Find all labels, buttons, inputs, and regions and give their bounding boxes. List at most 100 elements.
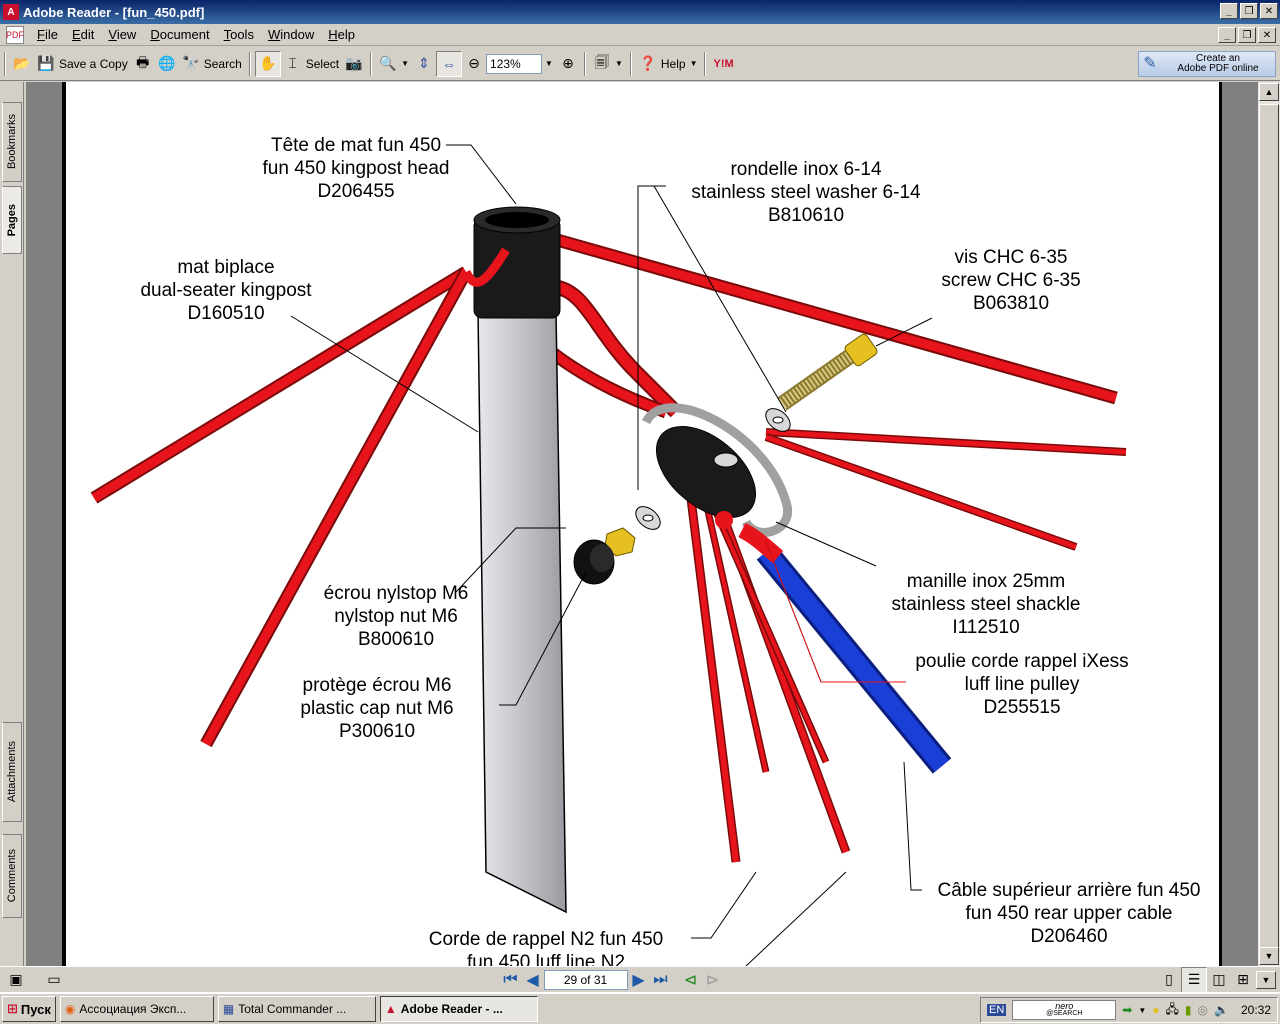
plus-circle-icon: ⊕ xyxy=(562,55,574,71)
menu-document[interactable]: Document xyxy=(150,27,210,42)
zoom-out-button[interactable]: ⊖ xyxy=(462,51,486,77)
menu-tools[interactable]: Tools xyxy=(223,27,254,42)
search-button[interactable]: 🔭Search xyxy=(179,51,245,77)
page-size-button[interactable]: ▭ xyxy=(42,967,66,993)
pulley-leader-red xyxy=(765,541,906,683)
first-page-button[interactable]: ⏮ xyxy=(503,970,518,988)
pdf-page: Tête de mat fun 450 fun 450 kingpost hea… xyxy=(62,82,1222,966)
pen-icon: ✎ xyxy=(1143,55,1157,72)
open-button[interactable]: 📂 xyxy=(10,51,34,77)
zoom-in-button[interactable]: ⊕ xyxy=(556,51,580,77)
vertical-scrollbar[interactable]: ▲ ▼ xyxy=(1258,82,1280,966)
window-title: Adobe Reader - [fun_450.pdf] xyxy=(23,4,205,20)
label-tete-de-mat: Tête de mat fun 450 fun 450 kingpost hea… xyxy=(246,134,466,203)
snapshot-button[interactable]: 📷 xyxy=(342,51,366,77)
chevron-down-icon[interactable]: ▼ xyxy=(1138,1005,1147,1015)
nero-search-box[interactable]: nero @SEARCH xyxy=(1012,1000,1117,1020)
save-copy-button[interactable]: 💾Save a Copy xyxy=(34,51,131,77)
label-line: rondelle inox 6-14 xyxy=(730,159,882,180)
fit-width-button[interactable]: ⇔ xyxy=(436,50,463,77)
tray-beeline-icon[interactable]: ● xyxy=(1152,1003,1160,1017)
continuous-facing-button[interactable]: ⊞ xyxy=(1231,967,1255,993)
single-page-button[interactable]: ▯ xyxy=(1157,967,1181,993)
toolbar-separator xyxy=(583,51,586,76)
previous-page-button[interactable]: ◀ xyxy=(526,971,539,989)
help-button[interactable]: ❓Help▼ xyxy=(636,51,701,77)
scroll-down-small-button[interactable]: ▼ xyxy=(1256,970,1276,989)
yahoo-button[interactable]: Y!M xyxy=(710,51,736,77)
tray-network-icon[interactable]: 🖧 xyxy=(1165,1001,1179,1016)
tray-battery-icon[interactable]: ▮ xyxy=(1184,1003,1192,1017)
continuous-icon: ☰ xyxy=(1187,971,1201,987)
label-line: luff line pulley xyxy=(964,674,1080,695)
label-protege: protège écrou M6 plastic cap nut M6 P300… xyxy=(282,674,472,743)
actual-size-button[interactable]: ⇕ xyxy=(412,51,436,77)
doc-close-button[interactable]: ✕ xyxy=(1258,27,1276,43)
facing-button[interactable]: ◫ xyxy=(1207,967,1231,993)
previous-view-button[interactable]: ⊲ xyxy=(683,971,698,989)
label-line: D255515 xyxy=(983,697,1061,718)
scroll-up-button[interactable]: ▲ xyxy=(1259,83,1279,101)
panel-toggle-button[interactable]: ▣ xyxy=(4,967,28,993)
document-view[interactable]: Tête de mat fun 450 fun 450 kingpost hea… xyxy=(26,82,1258,966)
menu-edit[interactable]: Edit xyxy=(71,27,95,42)
label-corde: Corde de rappel N2 fun 450 fun 450 luff … xyxy=(406,928,686,966)
label-line: manille inox 25mm xyxy=(906,571,1066,592)
label-line: I112510 xyxy=(952,617,1020,638)
zoom-dropdown-button[interactable]: ▼ xyxy=(542,51,556,77)
print-button[interactable]: 🖶 xyxy=(131,51,155,77)
camera-icon: 📷 xyxy=(345,55,363,71)
close-button[interactable]: ✕ xyxy=(1260,3,1278,19)
menu-file[interactable]: File xyxy=(37,27,58,42)
language-indicator[interactable]: EN xyxy=(987,1004,1007,1016)
menu-window[interactable]: Window xyxy=(267,27,315,42)
minimize-button[interactable]: _ xyxy=(1220,3,1238,19)
menu-view[interactable]: View xyxy=(108,27,137,42)
next-page-button[interactable]: ▶ xyxy=(632,971,645,989)
select-label: Select xyxy=(305,56,340,71)
select-tool-button[interactable]: ⌶Select xyxy=(281,51,342,77)
continuous-button[interactable]: ☰ xyxy=(1181,966,1207,993)
blue-luff-line xyxy=(738,522,952,774)
tray-volume-icon[interactable]: 🔈 xyxy=(1214,1003,1229,1017)
task-adobe-reader[interactable]: ▲Adobe Reader - ... xyxy=(379,996,538,1022)
label-line: protège écrou M6 xyxy=(302,675,452,696)
page-number-field[interactable]: 29 of 31 xyxy=(543,969,628,990)
system-tray: EN nero @SEARCH ➡ ▼ ● 🖧 ▮ ◎ 🔈 20:32 xyxy=(980,997,1278,1023)
tab-attachments[interactable]: Attachments xyxy=(2,722,22,822)
zoom-in-tool-button[interactable]: 🔍▼ xyxy=(376,51,412,77)
doc-minimize-button[interactable]: _ xyxy=(1218,27,1236,43)
menu-help[interactable]: Help xyxy=(328,27,355,42)
label-line: B800610 xyxy=(357,629,435,650)
go-arrow-icon[interactable]: ➡ xyxy=(1122,1003,1133,1017)
doc-restore-button[interactable]: ❐ xyxy=(1238,27,1256,43)
last-page-button[interactable]: ⏭ xyxy=(653,970,668,988)
clock[interactable]: 20:32 xyxy=(1240,1003,1271,1017)
help-label: Help xyxy=(660,56,686,71)
restore-button[interactable]: ❐ xyxy=(1240,3,1258,19)
hand-tool-button[interactable]: ✋ xyxy=(254,50,281,77)
tab-bookmarks-label: Bookmarks xyxy=(6,114,18,170)
tray-antivirus-icon[interactable]: ◎ xyxy=(1197,1003,1209,1017)
tab-bookmarks[interactable]: Bookmarks xyxy=(2,102,22,182)
rotate-view-button[interactable]: 🗐▼ xyxy=(590,51,626,77)
next-view-button[interactable]: ⊳ xyxy=(705,971,720,989)
scroll-down-button[interactable]: ▼ xyxy=(1259,947,1279,965)
scroll-thumb[interactable] xyxy=(1259,104,1279,964)
tab-pages[interactable]: Pages xyxy=(2,186,22,254)
search-label: Search xyxy=(203,56,242,71)
task-total-commander[interactable]: ▦Total Commander ... xyxy=(217,996,376,1022)
task-firefox[interactable]: ◉Ассоциация Эксп... xyxy=(59,996,214,1022)
chevron-down-icon: ▼ xyxy=(689,59,698,68)
windows-logo-icon: ⊞ xyxy=(7,1001,18,1016)
start-button[interactable]: ⊞Пуск xyxy=(2,996,56,1022)
tab-comments[interactable]: Comments xyxy=(2,834,22,918)
navigation-panel: Bookmarks Pages Attachments Comments xyxy=(0,82,24,966)
screw xyxy=(777,333,878,411)
zoom-input[interactable]: 123% xyxy=(486,53,543,74)
email-button[interactable]: 🌐 xyxy=(155,51,179,77)
binoculars-icon: 🔭 xyxy=(182,55,200,71)
pdf-document-icon[interactable]: PDF xyxy=(6,25,24,44)
chevron-down-icon[interactable]: ▼ xyxy=(401,59,410,68)
